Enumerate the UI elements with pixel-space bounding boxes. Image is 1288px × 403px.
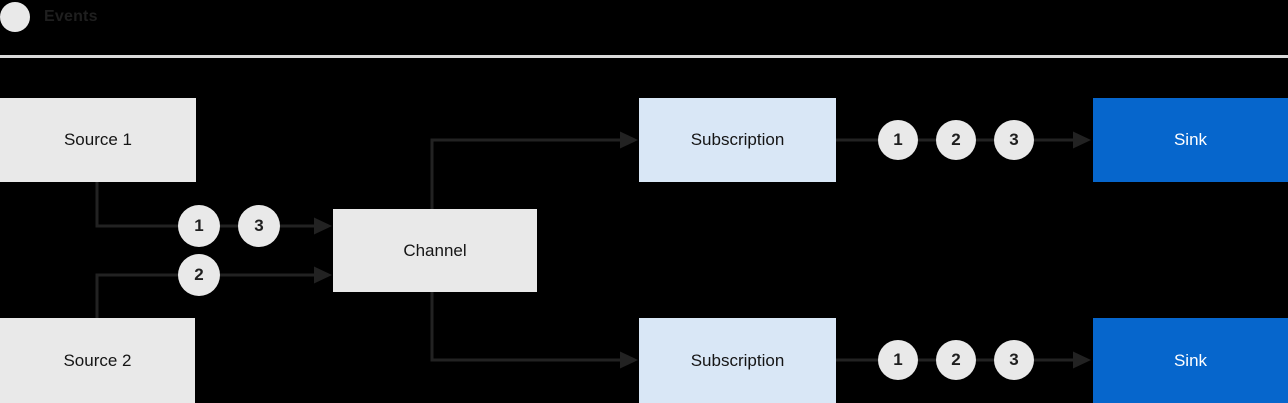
connector-channel-to-subscription-top — [430, 138, 621, 209]
event-circle-icon — [0, 2, 30, 32]
node-source-1: Source 1 — [0, 98, 196, 182]
arrowhead-subscription-top-to-sink — [1073, 131, 1091, 149]
node-sink-bottom: Sink — [1093, 318, 1288, 403]
event-marker: 2 — [178, 254, 220, 296]
arrowhead-source1-to-channel — [314, 217, 332, 235]
event-marker: 1 — [878, 340, 918, 380]
event-marker: 3 — [994, 340, 1034, 380]
legend-label: Events — [44, 8, 98, 25]
arrowhead-channel-to-subscription-bottom — [620, 351, 638, 369]
node-subscription-top: Subscription — [639, 98, 836, 182]
event-marker: 1 — [178, 205, 220, 247]
event-marker: 2 — [936, 120, 976, 160]
divider — [0, 55, 1288, 58]
event-marker: 3 — [238, 205, 280, 247]
node-subscription-bottom: Subscription — [639, 318, 836, 403]
event-marker: 2 — [936, 340, 976, 380]
node-sink-top: Sink — [1093, 98, 1288, 182]
arrowhead-subscription-bottom-to-sink — [1073, 351, 1091, 369]
arrowhead-channel-to-subscription-top — [620, 131, 638, 149]
connector-source2-to-channel — [95, 273, 315, 318]
node-source-2: Source 2 — [0, 318, 195, 403]
connector-channel-to-subscription-bottom — [430, 292, 621, 362]
arrowhead-source2-to-channel — [314, 266, 332, 284]
node-channel: Channel — [333, 209, 537, 292]
event-marker: 3 — [994, 120, 1034, 160]
event-marker: 1 — [878, 120, 918, 160]
